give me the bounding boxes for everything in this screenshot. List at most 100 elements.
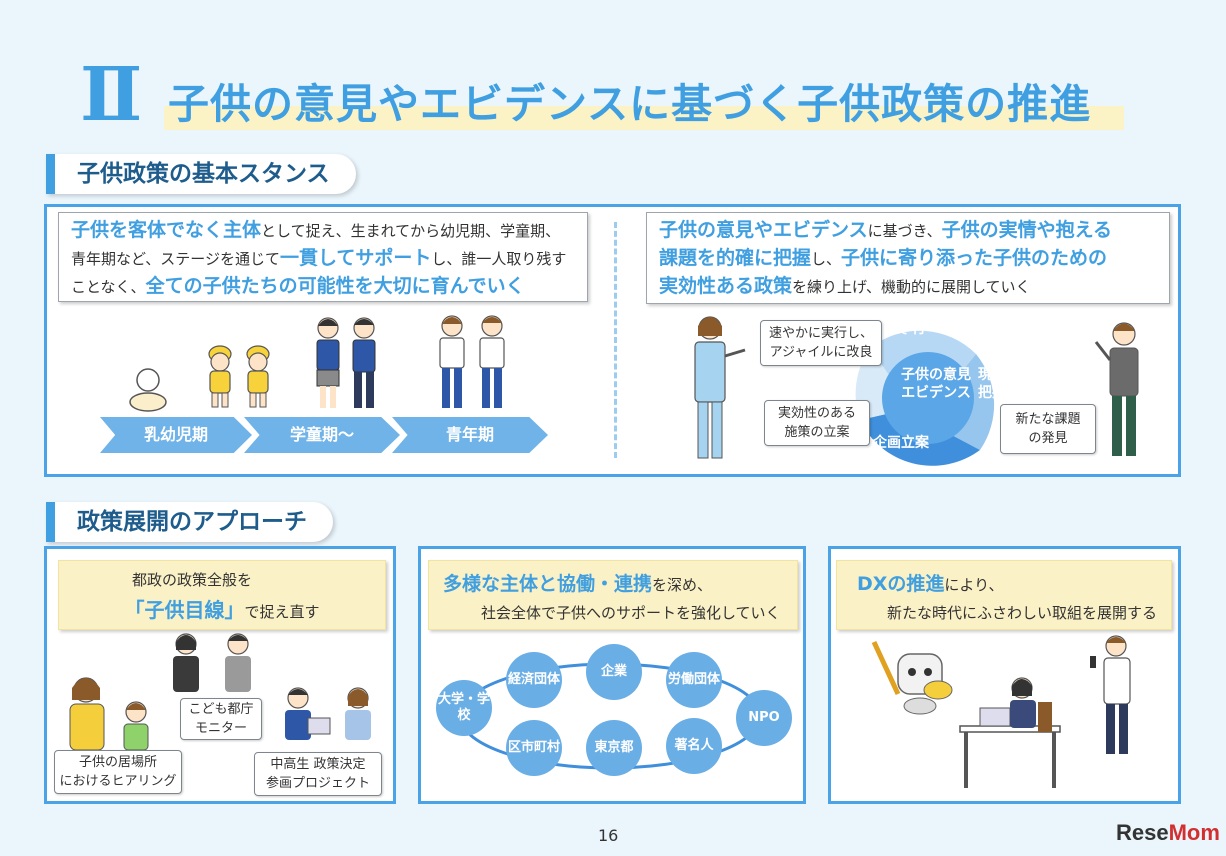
box-teen-policy-project-1: 中高生 政策決定 bbox=[270, 757, 366, 772]
student-girl-figure bbox=[173, 633, 199, 692]
page-number: 16 bbox=[598, 826, 619, 845]
pdca-cycle-diagram bbox=[694, 316, 1139, 466]
stance-hl-reality: 子供の実情や抱える bbox=[941, 219, 1113, 241]
cycle-box-discover-1: 新たな課題 bbox=[1015, 412, 1081, 427]
man-waving-figure bbox=[1094, 322, 1139, 456]
cycle-center: 子供の意見 エビデンス bbox=[893, 366, 979, 402]
stance-hl-closeness: 子供に寄り添った子供のための bbox=[841, 247, 1108, 269]
kids-view-hl: 「子供目線」 bbox=[124, 598, 245, 622]
org-celebrity: 著名人 bbox=[666, 718, 722, 774]
stance-text-3: し、誰一人取り残す bbox=[431, 250, 567, 268]
cycle-seg-grasp-2: 把握 bbox=[978, 385, 1006, 401]
stage-school: 学童期〜 bbox=[244, 417, 400, 453]
cycle-ring bbox=[855, 330, 995, 466]
box-ibasho-hearing-1: 子供の居場所 bbox=[78, 755, 157, 770]
baby-figure bbox=[129, 368, 167, 412]
dx-line2: 新たな時代にふさわしい取組を展開する bbox=[887, 604, 1158, 622]
box-teen-policy-project-2: 参画プロジェクト bbox=[265, 776, 370, 791]
cycle-seg-plan: 企画立案 bbox=[873, 435, 929, 451]
cycle-box-plan-1: 実効性のある bbox=[777, 406, 856, 421]
box-kids-tocho-monitor-2: モニター bbox=[194, 721, 247, 736]
collab-hl: 多様な主体と協働・連携 bbox=[443, 573, 653, 595]
kids-view-line1: 都政の政策全般を bbox=[131, 571, 252, 589]
stance-hl-opinion: 子供の意見やエビデンス bbox=[659, 219, 868, 241]
org-municipality: 区市町村 bbox=[506, 720, 562, 776]
student-boy-figure bbox=[225, 633, 251, 692]
cycle-center-line1: 子供の意見 bbox=[901, 367, 971, 383]
cycle-box-plan: 実効性のある 施策の立案 bbox=[764, 400, 870, 446]
section-label-basic-stance: 子供政策の基本スタンス bbox=[46, 154, 356, 194]
stance-right-text-1: に基づき、 bbox=[867, 222, 942, 240]
stance-hl-grasp: 課題を的確に把握 bbox=[659, 247, 812, 269]
logo-part-b: Mom bbox=[1168, 820, 1220, 845]
cycle-box-execute: 速やかに実行し、 アジャイルに改良 bbox=[760, 320, 882, 366]
woman-figure bbox=[69, 677, 105, 751]
stage-infant: 乳幼児期 bbox=[100, 417, 252, 453]
stance-text-2: 青年期など、ステージを通じて bbox=[71, 250, 280, 268]
org-tokyo: 東京都 bbox=[586, 720, 642, 776]
org-company: 企業 bbox=[586, 644, 642, 700]
section-label-approach: 政策展開のアプローチ bbox=[46, 502, 333, 542]
resemom-logo: ReseMom bbox=[1116, 820, 1220, 846]
child-figure bbox=[123, 701, 149, 751]
stage-youth: 青年期 bbox=[392, 417, 548, 453]
youth-figure-2 bbox=[479, 315, 505, 408]
section-number: Ⅱ bbox=[80, 52, 143, 138]
toddler-figure-2 bbox=[246, 345, 270, 408]
woman-presenter-figure bbox=[694, 316, 746, 459]
student-figure-girl bbox=[316, 317, 340, 408]
cycle-box-execute-2: アジャイルに改良 bbox=[769, 345, 873, 360]
logo-part-a: Rese bbox=[1116, 820, 1169, 845]
org-university: 大学・学校 bbox=[436, 680, 492, 736]
children-growth-illustration bbox=[129, 315, 505, 412]
stance-text-4: ことなく、 bbox=[71, 278, 146, 296]
kids-view-callout: 都政の政策全般を 「子供目線」で捉え直す bbox=[58, 560, 386, 630]
teen-girl-figure bbox=[345, 687, 371, 740]
cycle-box-execute-1: 速やかに実行し、 bbox=[768, 326, 873, 341]
dx-line1: により、 bbox=[944, 576, 1004, 594]
stance-text-1: として捉え、生まれてから幼児期、学童期、 bbox=[261, 222, 561, 240]
cycle-seg-execute: 実 行 bbox=[893, 321, 926, 337]
title-highlight-bar bbox=[164, 106, 1124, 130]
stance-left-callout: 子供を客体でなく主体として捉え、生まれてから幼児期、学童期、 青年期など、ステー… bbox=[58, 212, 588, 302]
cycle-seg-grasp-1: 現状 bbox=[978, 367, 1006, 383]
box-kids-tocho-monitor: こども都庁 モニター bbox=[180, 698, 262, 740]
stance-hl-potential: 全ての子供たちの可能性を大切に育んでいく bbox=[145, 275, 525, 297]
cycle-box-discover: 新たな課題 の発見 bbox=[1000, 404, 1096, 454]
collab-line1: を深め、 bbox=[652, 576, 713, 594]
collab-line2: 社会全体で子供へのサポートを強化していく bbox=[481, 604, 781, 622]
box-ibasho-hearing-2: におけるヒアリング bbox=[59, 774, 177, 789]
man-with-phone-figure bbox=[1090, 635, 1131, 754]
kids-hearing-illustration bbox=[69, 633, 371, 751]
stance-right-text-2: し、 bbox=[811, 250, 842, 268]
stance-right-callout: 子供の意見やエビデンスに基づき、子供の実情や抱える 課題を的確に把握し、子供に寄… bbox=[646, 212, 1170, 304]
robot-icon bbox=[871, 640, 953, 715]
stance-hl-subject: 子供を客体でなく主体 bbox=[71, 219, 262, 241]
page-title-block: Ⅱ 子供の意見やエビデンスに基づく子供政策の推進 bbox=[72, 56, 1132, 136]
student-figure-boy bbox=[352, 317, 376, 408]
stance-hl-effective: 実効性ある政策 bbox=[659, 275, 793, 297]
teen-boy-figure bbox=[285, 687, 331, 740]
box-ibasho-hearing: 子供の居場所 におけるヒアリング bbox=[54, 750, 182, 794]
dx-hl: DXの推進 bbox=[857, 573, 945, 595]
box-teen-policy-project: 中高生 政策決定 参画プロジェクト bbox=[254, 752, 382, 796]
org-labor: 労働団体 bbox=[666, 652, 722, 708]
kids-view-line2: で捉え直す bbox=[244, 603, 320, 621]
cycle-center-line2: エビデンス bbox=[901, 385, 971, 401]
desk-worker-figure bbox=[959, 677, 1061, 788]
org-business: 経済団体 bbox=[506, 652, 562, 708]
page-title: 子供の意見やエビデンスに基づく子供政策の推進 bbox=[168, 80, 1092, 128]
cycle-seg-grasp: 現状 把握 bbox=[978, 366, 1006, 402]
dx-illustration bbox=[871, 635, 1131, 788]
cycle-box-plan-2: 施策の立案 bbox=[784, 425, 850, 440]
cycle-box-discover-2: の発見 bbox=[1028, 431, 1068, 446]
youth-figure-1 bbox=[439, 315, 465, 408]
org-npo: NPO bbox=[736, 690, 792, 746]
toddler-figure-1 bbox=[208, 345, 232, 408]
panel-divider bbox=[614, 222, 617, 458]
dx-callout: DXの推進により、 新たな時代にふさわしい取組を展開する bbox=[836, 560, 1172, 630]
stance-hl-support: 一貫してサポート bbox=[279, 247, 432, 269]
box-kids-tocho-monitor-1: こども都庁 bbox=[188, 702, 254, 717]
collaboration-callout: 多様な主体と協働・連携を深め、 社会全体で子供へのサポートを強化していく bbox=[428, 560, 798, 630]
stance-right-text-3: を練り上げ、機動的に展開していく bbox=[792, 278, 1031, 296]
